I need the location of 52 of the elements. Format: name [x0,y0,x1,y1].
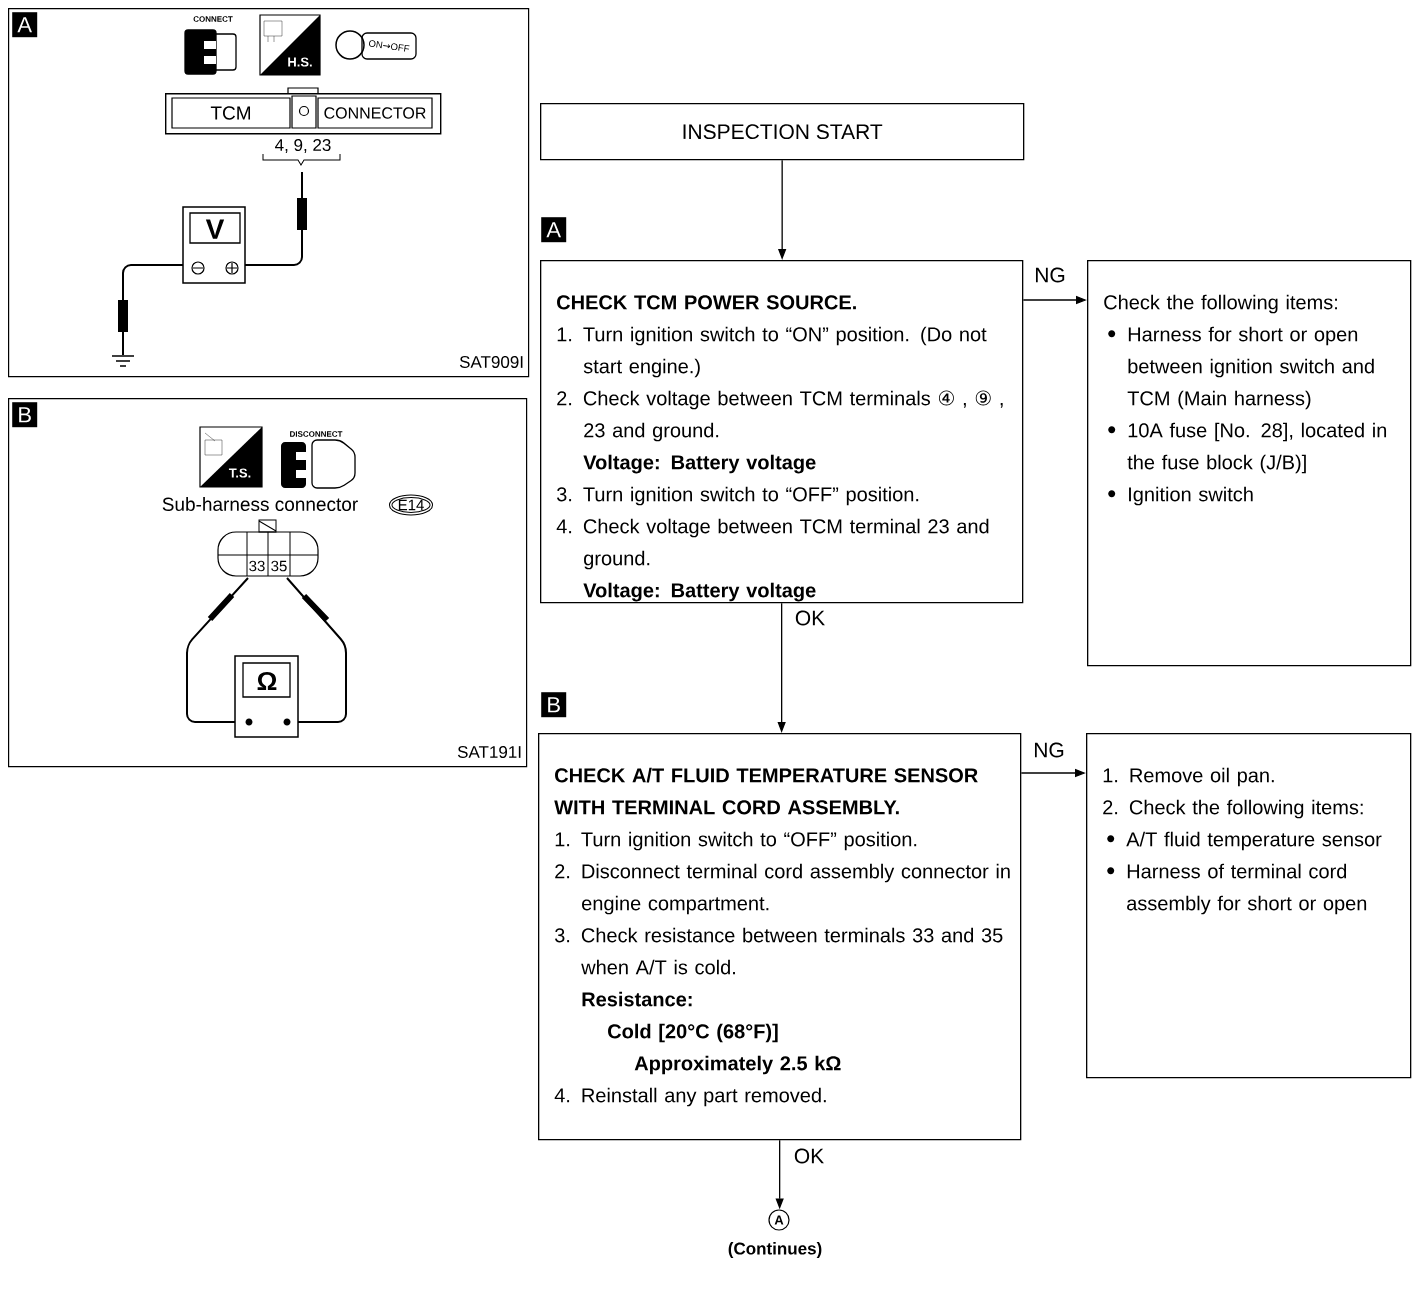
list-item: A/T fluid temperature sensor [1126,831,1382,851]
icon-caption: CONNECT [193,16,233,22]
box-text: Check the following items: [1104,294,1337,314]
step-text: 1. Turn ignition switch to “ON” position. (Do not start engine.) [557,326,987,378]
letter-badge: B [12,402,38,428]
step-text: 4. Reinstall any part removed. [554,1087,826,1107]
spec-text: Cold [20°C (68°F)] [608,1023,778,1043]
letter-badge: B [541,692,567,718]
step-text: 3. Turn ignition switch to “OFF” position. [557,486,919,506]
process-box [538,733,1022,1141]
edge-label: OK [793,609,827,627]
step-heading: CHECK TCM POWER SOURCE. [557,295,856,310]
step-text: 4. Check voltage between TCM terminal 23 and ground. [556,518,989,570]
spec-text: Voltage: Battery voltage [583,454,816,474]
terminal-numbers: 4, 9, 23 [275,139,331,154]
connector-box: TCM CONNECTOR [165,87,442,135]
terminal-number: 33 [249,560,265,572]
icon-caption: T.S. [228,468,251,478]
spec-text: Resistance: [582,991,692,1007]
letter-badge: A [541,217,567,243]
list-item: Harness of terminal cord assembly for short or open [1127,863,1367,915]
letter-badge: A [12,12,38,38]
meter-symbol: Ω [257,671,277,691]
list-item: 10A fuse [No. 28], located in the fuse block (J/B)] [1127,422,1387,474]
list-item: Ignition switch [1129,486,1253,506]
note-text: (Continues) [728,1242,822,1258]
list-item: Harness for short or open between ignition switch and TCM (Main harness) [1127,326,1374,410]
icon-caption: DISCONNECT [290,431,343,437]
edge-label: OK [792,1147,826,1165]
spec-text: Voltage: Battery voltage [583,582,816,602]
step-text: 1. Remove oil pan. [1103,767,1274,787]
edge-label: NG [1033,266,1067,284]
step-text: 2. Disconnect terminal cord assembly connector in engine compartment. [555,863,1010,915]
meter-symbol: V [205,219,225,239]
step-text: 1. Turn ignition switch to “OFF” position. [555,831,917,851]
connector-caption: Sub-harness connector [162,497,358,511]
terminal-number: 35 [271,560,287,572]
step-heading: CHECK A/T FLUID TEMPERATURE SENSOR WITH TERMINAL CORD ASSEMBLY. [554,767,978,815]
step-text: 2. Check voltage between TCM terminals ④ , ⑨ , 23 and ground. [557,390,1003,442]
figure-code: SAT909I [459,355,523,368]
start-box: INSPECTION START [540,103,1025,161]
icon-caption: ON→OFF [369,40,410,52]
process-box [1087,260,1412,667]
edge-label: NG [1032,741,1066,759]
step-text: 3. Check resistance between terminals 33 and 35 when A/T is cold. [555,927,1003,975]
spec-text: Approximately 2.5 kΩ [634,1055,841,1075]
connector-code: E14 [388,494,434,516]
icon-caption: H.S. [288,57,312,67]
step-text: 2. Check the following items: [1103,799,1363,819]
process-box [1086,733,1412,1079]
process-box [540,260,1024,604]
figure-code: SAT191I [457,745,521,758]
